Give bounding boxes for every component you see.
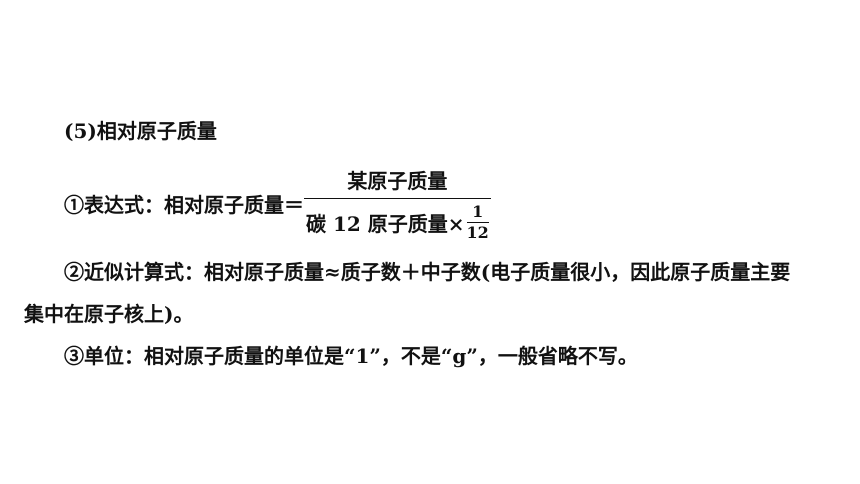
expression-prefix: ①表达式：相对原子质量＝ <box>64 192 304 217</box>
denominator-text: 碳 12 原子质量× <box>306 211 465 236</box>
small-fraction-numerator: 1 <box>472 201 484 221</box>
fraction-denominator: 碳 12 原子质量× 1 12 <box>304 199 491 242</box>
small-fraction: 1 12 <box>466 201 489 242</box>
small-fraction-denominator: 12 <box>466 222 489 242</box>
fraction-numerator: 某原子质量 <box>347 168 448 193</box>
approximation-line-1: ②近似计算式：相对原子质量≈质子数＋中子数(电子质量很小，因此原子质量主要 <box>64 260 791 284</box>
expression-formula: ①表达式：相对原子质量＝ 某原子质量 碳 12 原子质量× 1 12 <box>64 163 491 243</box>
section-title: (5)相对原子质量 <box>64 119 217 143</box>
main-fraction: 某原子质量 碳 12 原子质量× 1 12 <box>304 165 491 242</box>
unit-text: ③单位：相对原子质量的单位是“1”，不是“g”，一般省略不写。 <box>64 344 638 368</box>
approximation-line-2: 集中在原子核上)。 <box>24 302 194 326</box>
small-fraction-bar <box>466 221 489 223</box>
fraction-bar <box>304 197 491 199</box>
